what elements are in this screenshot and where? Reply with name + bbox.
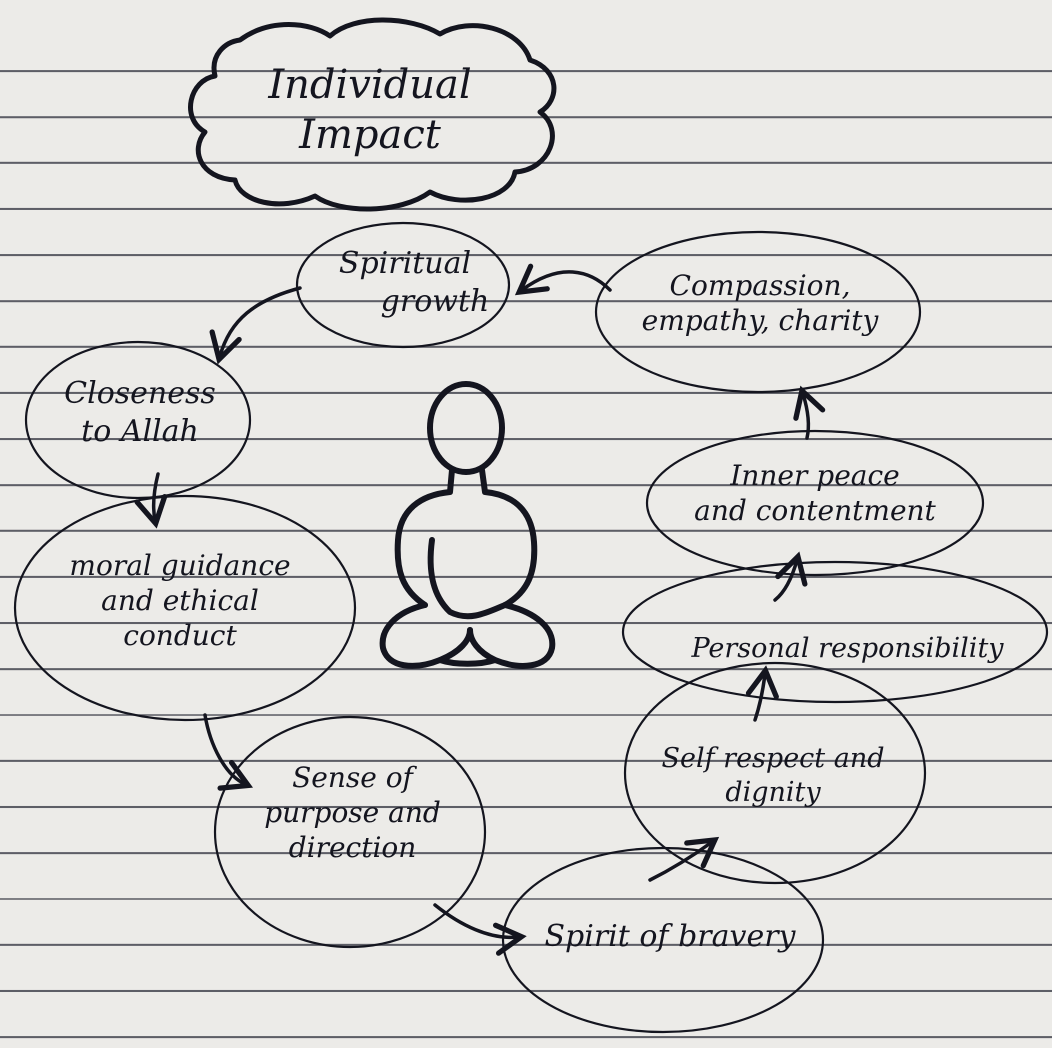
node-closeness-line-1: Closeness xyxy=(64,376,216,411)
node-moral: moral guidance and ethical conduct xyxy=(30,548,330,653)
node-responsibility-line-1: Personal responsibility xyxy=(691,633,1004,664)
node-purpose-line-1: Sense of xyxy=(292,761,413,794)
node-purpose-outline xyxy=(213,715,487,949)
node-inner-peace-line-1: Inner peace xyxy=(730,459,900,492)
arrow-moral-to-purpose xyxy=(203,713,254,791)
arrow-compassion-to-spiritual xyxy=(514,263,612,296)
node-self-respect: Self respect and dignity xyxy=(628,742,918,810)
arrow-spiritual-to-closeness xyxy=(209,286,302,365)
title-line-2: Impact xyxy=(299,112,441,158)
node-compassion-line-1: Compassion, xyxy=(669,269,851,302)
arrow-bravery-to-self-respect xyxy=(648,836,720,882)
arrow-responsibility-to-inner-peace xyxy=(773,551,808,602)
node-purpose-line-3: direction xyxy=(288,831,417,864)
node-spiritual-growth-line-1: Spiritual xyxy=(338,246,472,281)
node-inner-peace: Inner peace and contentment xyxy=(655,458,975,528)
arrow-inner-peace-to-compassion xyxy=(793,385,826,440)
node-spiritual-growth-line-2: growth xyxy=(380,283,490,319)
node-bravery: Spirit of bravery xyxy=(520,918,820,956)
node-self-respect-line-1: Self respect and xyxy=(661,743,885,774)
node-spiritual-growth-outline xyxy=(295,221,511,349)
node-closeness-line-2: to Allah xyxy=(81,413,199,449)
node-moral-outline xyxy=(13,494,357,722)
node-responsibility-outline xyxy=(621,560,1049,704)
node-inner-peace-outline xyxy=(645,429,985,577)
node-purpose: Sense of purpose and direction xyxy=(245,760,460,865)
node-compassion-line-2: empathy, charity xyxy=(641,304,879,337)
meditating-person-icon xyxy=(379,381,556,669)
node-moral-line-3: conduct xyxy=(123,619,237,652)
node-self-respect-line-2: dignity xyxy=(725,776,821,808)
title-cloud xyxy=(188,17,557,212)
node-compassion: Compassion, empathy, charity xyxy=(605,268,915,338)
node-spiritual-growth: Spiritual growth xyxy=(305,245,505,320)
arrow-closeness-to-moral xyxy=(134,472,168,529)
arrow-purpose-to-bravery xyxy=(433,903,527,956)
node-moral-line-1: moral guidance xyxy=(69,549,291,582)
title-text: Individual Impact xyxy=(255,60,485,160)
node-purpose-line-2: purpose and xyxy=(264,796,441,829)
arrow-self-respect-to-responsibility xyxy=(745,665,779,722)
node-moral-line-2: and ethical xyxy=(101,584,259,617)
node-self-respect-outline xyxy=(623,661,927,885)
title-line-1: Individual xyxy=(268,62,472,108)
node-compassion-outline xyxy=(594,230,922,394)
node-closeness: Closeness to Allah xyxy=(30,375,250,450)
node-responsibility: Personal responsibility xyxy=(655,632,1040,666)
node-bravery-line-1: Spirit of bravery xyxy=(544,919,796,954)
node-inner-peace-line-2: and contentment xyxy=(694,494,936,527)
